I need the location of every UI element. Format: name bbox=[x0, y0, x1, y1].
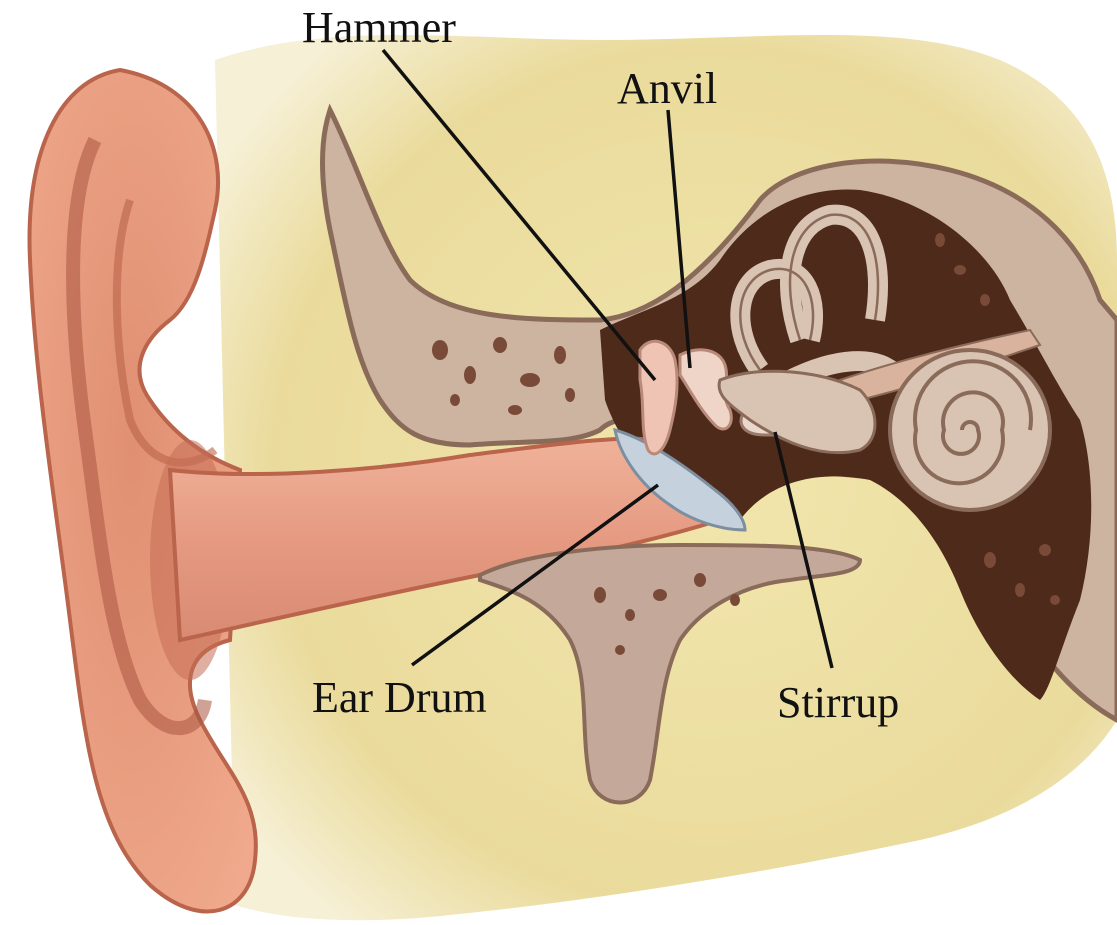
stirrup-label: Stirrup bbox=[777, 678, 899, 727]
hammer-label: Hammer bbox=[302, 3, 456, 52]
ear-drum-label: Ear Drum bbox=[312, 673, 487, 722]
anvil-label: Anvil bbox=[617, 64, 717, 113]
cochlea bbox=[890, 350, 1050, 510]
